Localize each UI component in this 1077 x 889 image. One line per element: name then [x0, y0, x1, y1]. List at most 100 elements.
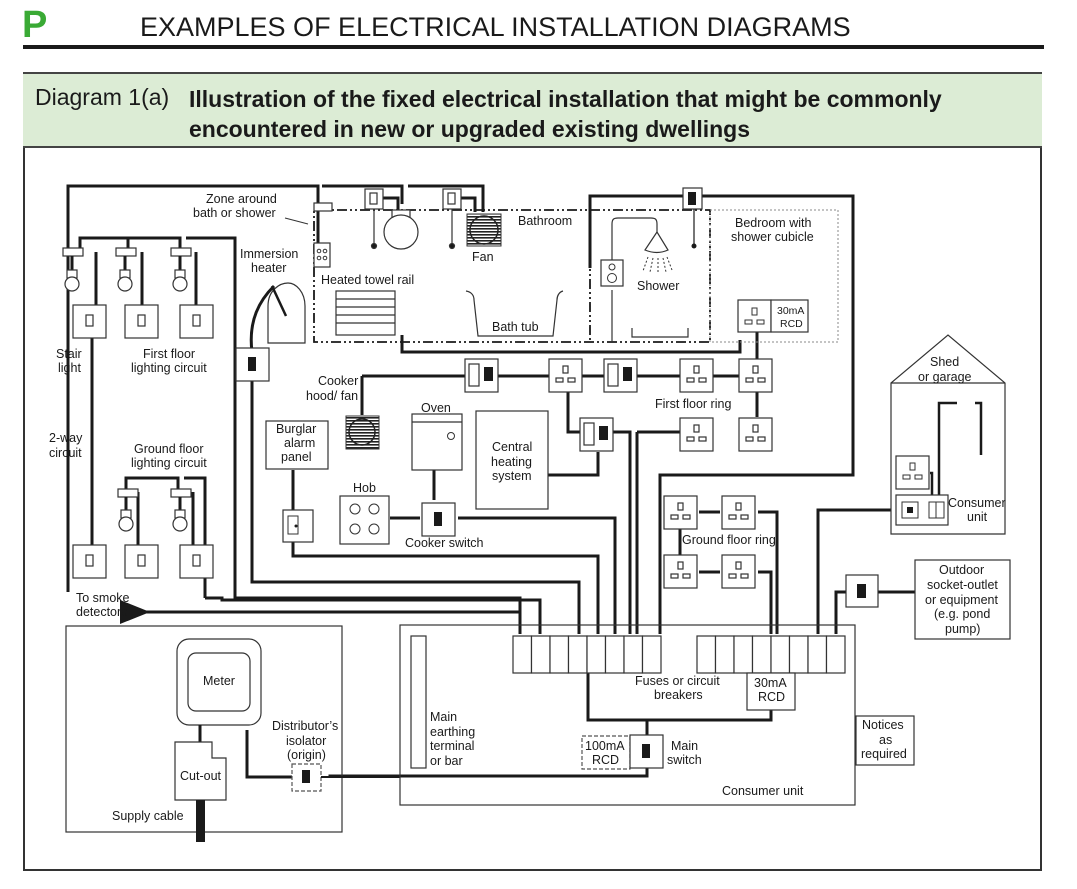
light-switch-icon	[124, 304, 159, 339]
rcd-100-icon	[581, 735, 631, 770]
caption-band: Diagram 1(a) Illustration of the fixed e…	[23, 72, 1042, 148]
consumer-unit-label: Consumer unit	[722, 784, 804, 798]
circuit-breaker	[733, 635, 754, 674]
bulb-icon	[117, 256, 133, 292]
shower-cable	[588, 194, 855, 634]
light-switch-icon	[72, 544, 107, 579]
supply-cable-label: Supply cable	[112, 809, 184, 823]
smoke-label-2: detectors	[76, 605, 127, 619]
socket-outlet-icon	[679, 417, 714, 452]
shed-cable	[816, 508, 900, 634]
ceiling-rose-group	[62, 202, 976, 498]
ceiling-rose	[170, 488, 192, 498]
first-floor-ring	[464, 358, 773, 452]
isolator-label-2: isolator	[286, 734, 326, 748]
immersion-heater: Immersion heater	[235, 247, 306, 382]
circuit-breaker	[530, 635, 551, 674]
rcd-socket-label-1: 30mA	[777, 305, 804, 317]
socket-outlet-icon	[679, 358, 714, 393]
caption-label: Diagram 1(a)	[35, 84, 170, 110]
bulb-icon	[172, 497, 188, 532]
cooker-hood-icon	[345, 415, 380, 450]
circuit-breaker	[696, 635, 717, 674]
burglar-label-3: panel	[281, 450, 312, 464]
socket-outlet-icon	[738, 358, 773, 393]
bathroom-zone	[313, 209, 839, 343]
earthing-bar-icon	[410, 635, 427, 769]
smoke-label-1: To smoke	[76, 591, 130, 605]
circuit-breaker	[567, 635, 588, 674]
cooker-hood-label-1: Cooker	[318, 374, 358, 388]
fused-spur-icon	[464, 358, 499, 393]
earthing-label-2: earthing	[430, 725, 475, 739]
bulb-icon	[64, 256, 80, 292]
bulb-icon	[172, 256, 188, 292]
cooker-switch-label: Cooker switch	[405, 536, 484, 550]
main-switch-label-1: Main	[671, 739, 698, 753]
shed-or-garage: Shed or garage Consumer unit	[890, 334, 1006, 535]
towel-rail-spur	[400, 335, 742, 354]
shed-cu-label-1: Consumer	[948, 496, 1006, 510]
wiring	[66, 184, 915, 779]
circuit-breaker	[751, 635, 772, 674]
socket-outlet-icon	[738, 417, 773, 452]
zone-label-2: bath or shower	[193, 206, 276, 220]
cu-rcd-label-1: 30mA	[754, 676, 787, 690]
bathroom-light-cable	[322, 184, 485, 212]
first-floor-lighting-cable	[78, 236, 522, 634]
ceiling-rose	[115, 247, 137, 257]
burglar-alarm-panel	[265, 420, 329, 470]
fan-label: Fan	[472, 250, 494, 264]
ceiling-rose	[117, 488, 139, 498]
fan-icon	[466, 213, 502, 247]
light-switch-icon	[179, 304, 214, 339]
zone-label-1: Zone around	[206, 192, 277, 206]
bulb-icon	[118, 497, 134, 532]
first-floor-ring-cable	[610, 430, 680, 634]
fuses-label-1: Fuses or circuit	[635, 674, 720, 688]
bathroom-label: Bathroom	[518, 214, 572, 228]
notices: Notices as required	[855, 715, 915, 766]
section-letter: P	[22, 4, 48, 46]
hob-icon	[339, 495, 390, 545]
oven-icon	[411, 413, 463, 471]
circuit-breaker	[807, 635, 828, 674]
page-title: EXAMPLES OF ELECTRICAL INSTALLATION DIAG…	[140, 12, 851, 42]
earthing-label-3: terminal	[430, 739, 474, 753]
circuit-breaker	[512, 635, 533, 674]
cutout-label: Cut-out	[180, 769, 222, 783]
supply-cable-icon	[196, 800, 205, 842]
rcd-socket-label-2: RCD	[780, 318, 803, 330]
light-fitting-icon	[383, 214, 419, 250]
circuit-breaker	[788, 635, 809, 674]
shower-tray-icon	[631, 328, 689, 338]
outdoor-label-4: (e.g. pond	[934, 607, 990, 621]
shaver-socket-icon	[313, 242, 331, 268]
socket-outlet-icon	[548, 358, 583, 393]
shed-cu-label-2: unit	[967, 510, 988, 524]
bedroom-label-2: shower cubicle	[731, 230, 814, 244]
central-heating-label-1: Central	[492, 440, 532, 454]
pull-switch-icon	[364, 188, 384, 250]
light-switches	[72, 188, 998, 579]
bedroom-label-1: Bedroom with	[735, 216, 811, 230]
breaker-bank-right	[696, 635, 846, 674]
ceiling-rose	[170, 247, 192, 257]
burglar-label-2: alarm	[284, 436, 315, 450]
caption-text: Illustration of the fixed electrical ins…	[189, 86, 942, 142]
zone-pointer	[284, 217, 309, 225]
earthing-label-4: or bar	[430, 754, 463, 768]
ground-floor-ring	[663, 495, 756, 589]
circuit-breaker	[549, 635, 570, 674]
ground-floor-ring-cable	[678, 510, 779, 634]
socket-outlet-icon	[663, 495, 698, 530]
cu-rcd-icon	[746, 672, 796, 711]
shower-area: Shower Bedroom with shower cubicle 30mA …	[600, 187, 814, 342]
outdoor-equipment: Outdoor socket-outlet or equipment (e.g.…	[845, 559, 1011, 640]
bath-tub-label: Bath tub	[492, 320, 539, 334]
shower-head-icon	[644, 230, 669, 254]
diagram-frame	[23, 148, 1042, 871]
shed-label-2: or garage	[918, 370, 972, 384]
ground-floor-lighting-label-1: Ground floor	[134, 442, 203, 456]
